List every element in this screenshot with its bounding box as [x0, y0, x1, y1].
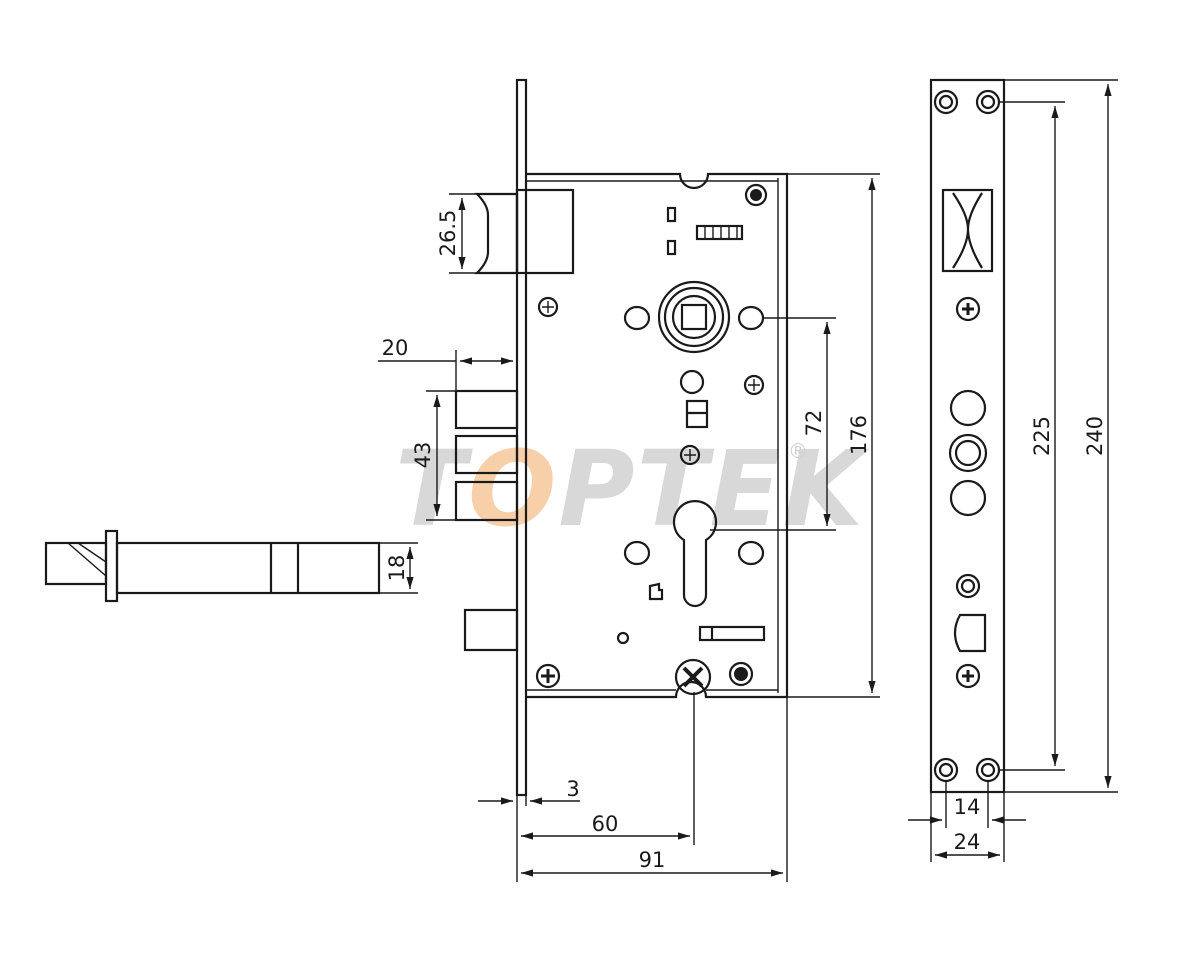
- latch-opening: [941, 188, 994, 273]
- case-screw: [743, 374, 765, 396]
- faceplate-screw: [955, 296, 981, 322]
- case-screw: [679, 444, 701, 466]
- dim-label-backset: 60: [592, 812, 619, 836]
- faceplate-hole: [955, 573, 981, 599]
- dim-label-case-height: 176: [847, 415, 871, 455]
- faceplate-outline: [929, 78, 1006, 794]
- dim-label-spindle-to-cylinder: 72: [802, 410, 826, 437]
- auxiliary-latch-opening: [953, 613, 987, 653]
- bolt-opening: [949, 479, 987, 517]
- dim-label-faceplate-hole-spacing: 225: [1030, 416, 1054, 456]
- spring-mechanism: [695, 224, 744, 241]
- main-screw: [674, 658, 712, 696]
- faceplate-mount-hole: [975, 757, 1001, 783]
- dead-bolts: [454, 389, 519, 522]
- case-screw: [744, 183, 768, 207]
- follower-hole: [679, 369, 705, 395]
- case-screw: [728, 661, 754, 687]
- brand-watermark: TOPTEK ®: [395, 428, 871, 550]
- dim-label-faceplate-hole-offset: 14: [954, 795, 981, 819]
- dim-label-faceplate-length: 240: [1083, 416, 1107, 456]
- spindle-hub: [623, 280, 765, 354]
- watermark-text: TOPTEK: [395, 428, 871, 550]
- faceplate-mount-hole: [975, 89, 1001, 115]
- case-screw: [535, 663, 561, 689]
- spindle-key-bar: [44, 529, 381, 603]
- faceplate-mount-hole: [933, 89, 959, 115]
- auxiliary-latch: [463, 608, 519, 652]
- case-screw: [537, 296, 559, 318]
- dimension-lines: [378, 79, 1118, 882]
- dim-label-faceplate-thickness: 3: [566, 777, 579, 801]
- faceplate-mount-hole: [933, 757, 959, 783]
- watermark-o-accent: O: [468, 428, 558, 550]
- small-lever: [648, 582, 664, 601]
- cylinder-cutout: [623, 500, 765, 608]
- lock-body-side-view: [454, 78, 789, 797]
- faceplate-front-view: [929, 78, 1006, 794]
- faceplate-screw: [955, 663, 981, 689]
- bolt-opening: [948, 433, 988, 473]
- lock-case: [526, 172, 789, 699]
- dim-label-key-bar-height: 18: [385, 555, 409, 582]
- dim-label-case-depth: 91: [639, 848, 666, 872]
- registered-mark: ®: [788, 439, 808, 463]
- bolt-opening: [949, 389, 987, 427]
- slot: [698, 625, 766, 642]
- dim-label-bolt-projection: 20: [382, 336, 409, 360]
- dim-label-bolt-stack-height: 43: [411, 442, 435, 469]
- dim-label-faceplate-width: 24: [954, 830, 981, 854]
- dim-label-latch-height: 26.5: [436, 210, 460, 257]
- latch-bolt: [474, 188, 575, 275]
